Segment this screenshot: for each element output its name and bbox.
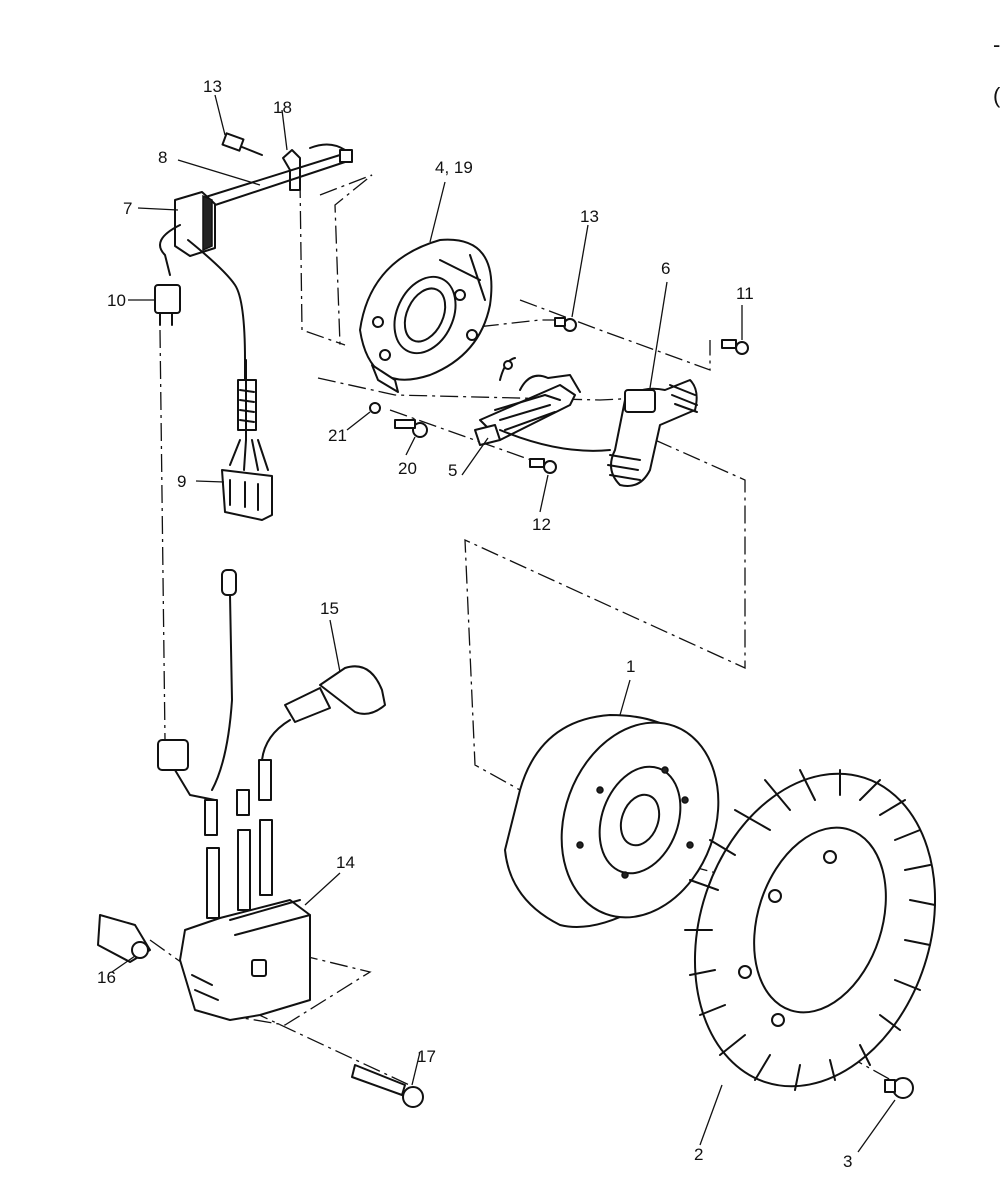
label-part-6: 6 xyxy=(661,259,670,278)
label-part-15: 15 xyxy=(320,599,339,618)
label-part-7: 7 xyxy=(123,199,132,218)
label-part-2: 2 xyxy=(694,1145,703,1164)
label-part-16: 16 xyxy=(97,968,116,987)
flywheel xyxy=(504,714,720,928)
cooling-fan xyxy=(684,769,937,1091)
label-part-1: 1 xyxy=(626,657,635,676)
label-part-13-stator: 13 xyxy=(580,207,599,226)
label-part-5: 5 xyxy=(448,461,457,480)
label-part-20: 20 xyxy=(398,459,417,478)
leader-lines xyxy=(111,94,896,1153)
label-part-21: 21 xyxy=(328,426,347,445)
label-part-4-19: 4, 19 xyxy=(435,158,473,177)
label-part-18: 18 xyxy=(273,98,292,117)
ignition-coil xyxy=(179,665,386,1021)
wire-harness xyxy=(154,132,353,521)
label-part-9: 9 xyxy=(177,472,186,491)
part-labels: 1 2 3 4, 19 5 6 7 8 9 10 11 12 13 13 14 … xyxy=(97,77,852,1171)
edge-mark-bottom: ( xyxy=(993,83,1000,108)
label-part-11: 11 xyxy=(736,284,754,303)
stator-base-plate xyxy=(359,238,493,393)
label-part-12: 12 xyxy=(532,515,551,534)
connector-lead xyxy=(157,569,237,801)
label-part-14: 14 xyxy=(336,853,355,872)
label-part-3: 3 xyxy=(843,1152,852,1171)
label-part-8: 8 xyxy=(158,148,167,167)
label-part-17: 17 xyxy=(417,1047,436,1066)
fasteners xyxy=(97,317,914,1108)
label-part-10: 10 xyxy=(107,291,126,310)
pickup-coil xyxy=(474,357,581,446)
charging-coil xyxy=(499,379,698,487)
label-part-13-harness: 13 xyxy=(203,77,222,96)
edge-mark-top: - xyxy=(993,32,1000,57)
